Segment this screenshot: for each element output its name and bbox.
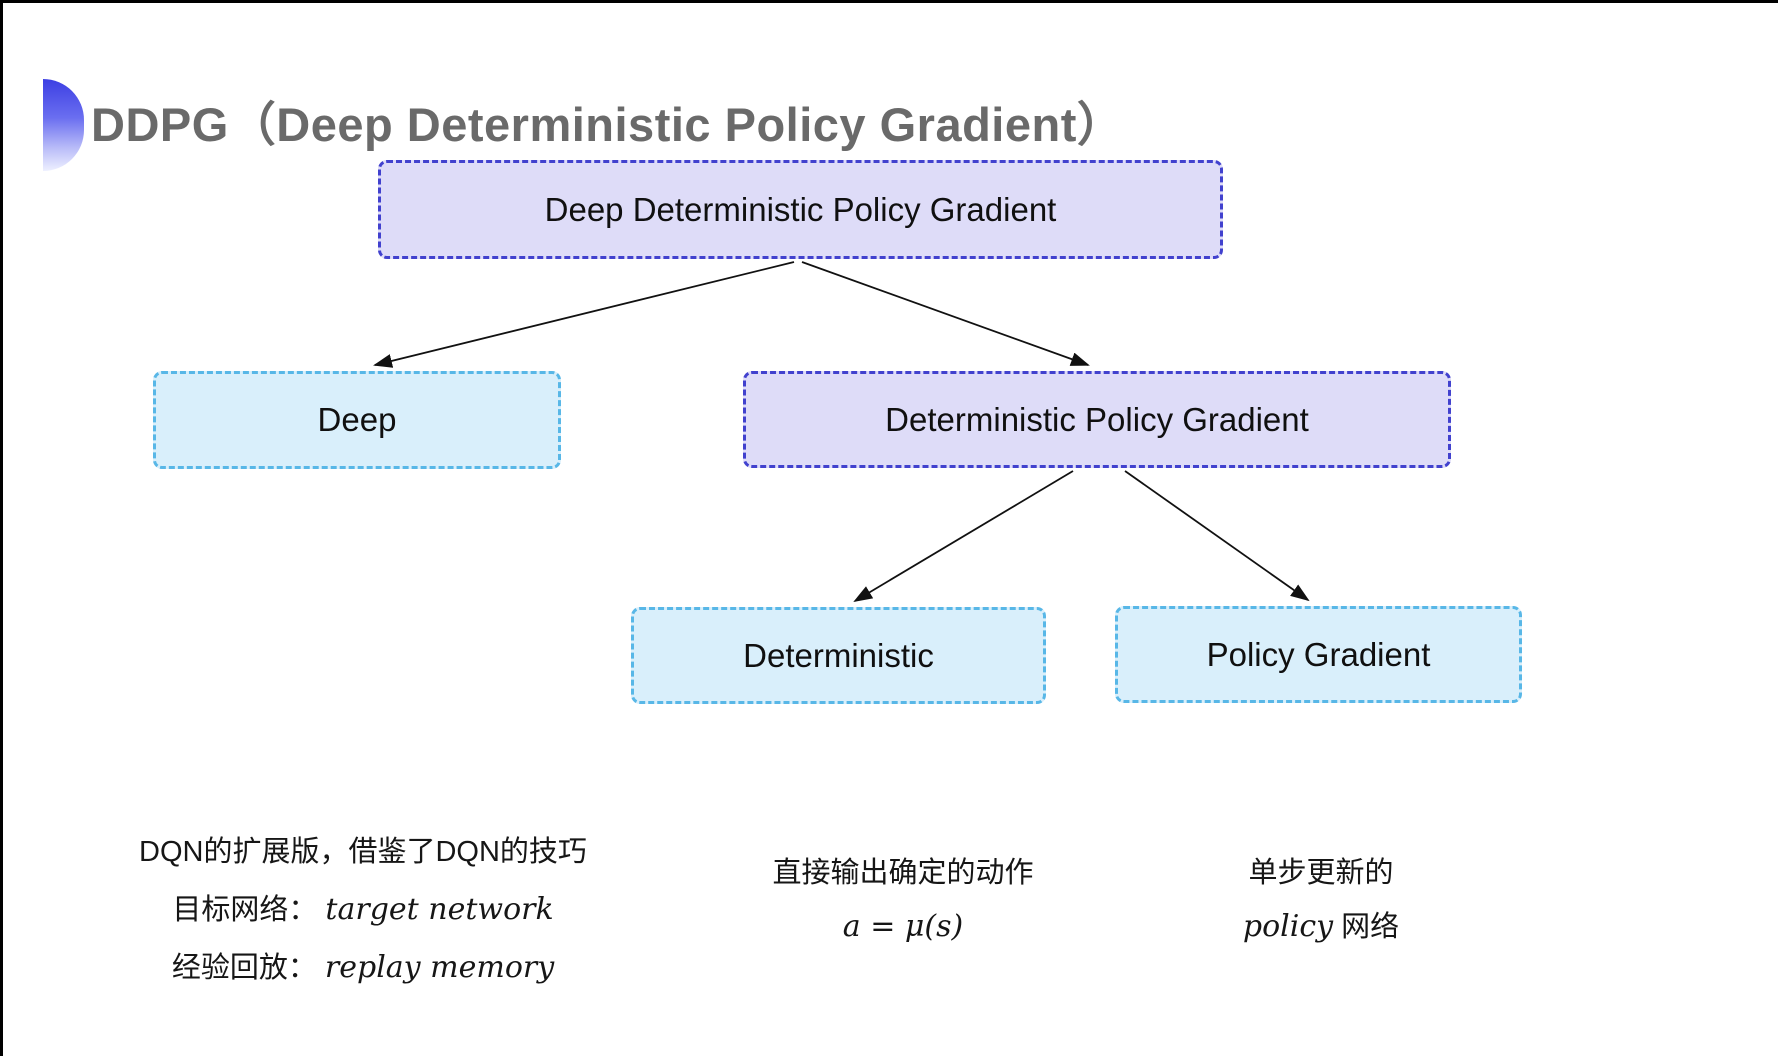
annotation-deep-line1: DQN的扩展版，借鉴了DQN的技巧 (139, 836, 587, 868)
tree-node-deep: Deep (153, 371, 561, 469)
tree-node-deterministic-policy-gradient: Deterministic Policy Gradient (743, 371, 1451, 468)
annotation-policy-gradient-term: policy (1242, 909, 1334, 944)
annotation-deep: DQN的扩展版，借鉴了DQN的技巧 目标网络： target network 经… (113, 823, 613, 997)
tree-node-deterministic: Deterministic (631, 607, 1046, 704)
annotation-deep-line2-term: target network (325, 892, 554, 927)
tree-node-deep-label: Deep (317, 401, 397, 438)
arrow-dpg-to-deterministic (853, 470, 1074, 603)
annotation-policy-gradient: 单步更新的 policy 网络 (1121, 846, 1521, 954)
annotation-policy-gradient-rest: 网络 (1333, 911, 1400, 943)
arrow-dpg-to-policy-gradient (1124, 470, 1310, 602)
tree-node-root-label: Deep Deterministic Policy Gradient (544, 190, 1057, 228)
annotation-deterministic-line1: 直接输出确定的动作 (772, 857, 1034, 889)
annotation-deterministic: 直接输出确定的动作 a = μ(s) (693, 846, 1113, 954)
annotation-deep-line3-label: 经验回放： (171, 952, 317, 984)
tree-node-policy-gradient: Policy Gradient (1115, 606, 1522, 703)
page-title: DDPG（Deep Deterministic Policy Gradient） (91, 98, 1125, 151)
tree-node-dpg-label: Deterministic Policy Gradient (885, 400, 1309, 438)
arrow-root-to-dpg (801, 261, 1090, 366)
annotation-policy-gradient-line2: policy 网络 (1121, 900, 1521, 954)
tree-node-root: Deep Deterministic Policy Gradient (378, 160, 1223, 259)
annotation-deep-line2: 目标网络： target network (113, 881, 613, 939)
tree-node-policy-gradient-label: Policy Gradient (1206, 635, 1431, 673)
tree-node-deterministic-label: Deterministic (743, 636, 934, 674)
annotation-policy-gradient-line1: 单步更新的 (1248, 857, 1394, 889)
annotation-deterministic-formula: a = μ(s) (842, 909, 964, 944)
annotation-deep-line3-term: replay memory (324, 950, 555, 985)
arrow-root-to-deep (373, 261, 795, 368)
annotation-deep-line3: 经验回放： replay memory (113, 939, 613, 997)
annotation-deep-line2-label: 目标网络： (172, 894, 318, 926)
title-bullet-icon (43, 79, 84, 171)
